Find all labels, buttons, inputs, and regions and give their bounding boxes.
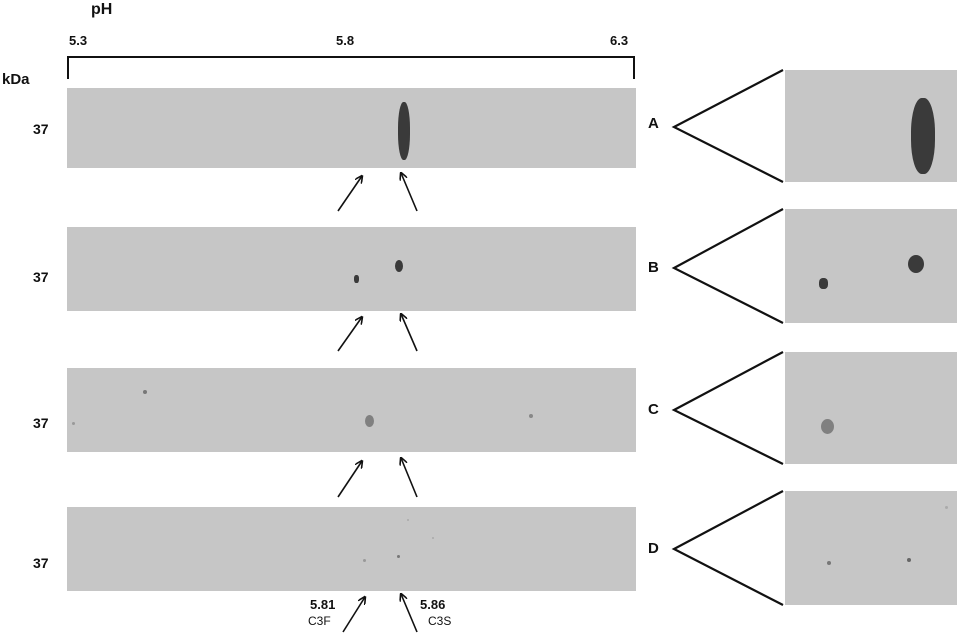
mw-marker-c: 37 [33,415,49,431]
panel-label-a: A [648,115,659,132]
isoform-label-c3f: C3F [308,614,331,628]
protein-spot [907,558,911,562]
zoom-triangle-c [671,351,784,465]
protein-spot [432,537,434,539]
arrow-left-a [337,176,362,212]
ph-range-bracket [67,56,635,79]
isoform-label-c3s: C3S [428,614,452,628]
protein-spot [143,390,147,394]
zoom-triangle-b [671,208,784,324]
mw-marker-a: 37 [33,121,49,137]
kda-label: kDa [2,71,30,88]
protein-spot [407,519,409,521]
zoom-box-c [785,352,957,464]
protein-spot [395,260,403,272]
protein-spot [72,422,75,425]
protein-spot [908,255,924,273]
zoom-box-a [785,70,957,182]
zoom-box-b [785,209,957,323]
ph-axis-title: pH [91,1,113,18]
protein-spot [365,415,374,427]
arrow-right-a [401,173,418,212]
zoom-triangle-a [671,69,784,183]
ph-tick-5-3: 5.3 [69,33,88,48]
arrow-left-d [342,597,365,633]
protein-spot [363,559,366,562]
panel-label-b: B [648,259,659,276]
gel-lane-d [67,507,636,591]
protein-spot [945,506,948,509]
zoom-triangle-d [671,490,784,606]
ph-tick-5-8: 5.8 [336,33,355,48]
protein-spot [354,275,359,283]
arrow-left-b [337,317,362,352]
arrow-right-b [401,314,418,352]
protein-spot [398,102,410,160]
gel-lane-c [67,368,636,452]
mw-marker-b: 37 [33,269,49,285]
zoom-box-d [785,491,957,605]
arrow-left-c [337,461,362,498]
gel-lane-a [67,88,636,168]
pi-value-c3f: 5.81 [310,597,336,612]
protein-spot [911,98,935,174]
mw-marker-d: 37 [33,555,49,571]
panel-label-c: C [648,401,659,418]
pi-value-c3s: 5.86 [420,597,446,612]
protein-spot [821,419,834,434]
protein-spot [529,414,533,418]
gel-lane-b [67,227,636,311]
protein-spot [397,555,400,558]
arrow-right-d [401,594,418,633]
arrow-right-c [401,458,418,498]
protein-spot [819,278,828,289]
protein-spot [827,561,831,565]
panel-label-d: D [648,540,659,557]
ph-tick-6-3: 6.3 [610,33,629,48]
